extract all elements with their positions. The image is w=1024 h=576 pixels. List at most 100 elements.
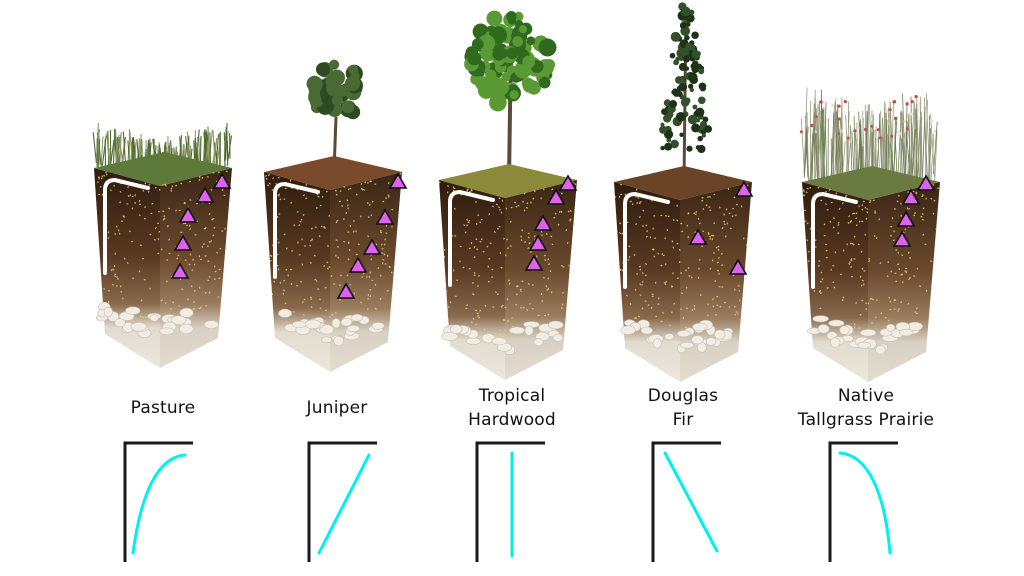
soil-particle [544, 259, 547, 262]
soil-particle [284, 302, 287, 305]
soil-particle [861, 220, 864, 223]
soil-particle [709, 209, 712, 212]
soil-particle [379, 297, 382, 300]
soil-particle [99, 185, 102, 188]
foliage [697, 144, 706, 154]
soil-particle [893, 230, 895, 233]
soil-particle [647, 304, 650, 306]
soil-particle [652, 248, 655, 251]
soil-block-douglas-fir [612, 2, 754, 382]
soil-particle [890, 234, 892, 237]
foliage [521, 77, 534, 90]
soil-particle [193, 263, 196, 266]
soil-particle [921, 194, 924, 196]
soil-particle [474, 201, 477, 203]
soil-particle [861, 267, 864, 270]
soil-particle [301, 263, 304, 266]
soil-particle [110, 269, 113, 272]
soil-particle [114, 252, 117, 255]
soil-particle [338, 284, 342, 287]
soil-particle [487, 280, 490, 283]
soil-particle [497, 228, 499, 230]
soil-particle [468, 268, 471, 270]
soil-particle [559, 210, 561, 213]
soil-particle [349, 187, 352, 190]
foliage [704, 125, 712, 133]
soil-particle [370, 258, 373, 261]
soil-particle [297, 241, 299, 244]
soil-particle [521, 229, 524, 232]
soil-particle [819, 307, 822, 310]
soil-particle [908, 278, 910, 281]
soil-particle [204, 255, 207, 257]
soil-particle [893, 207, 897, 210]
rock [114, 318, 126, 328]
rock [350, 314, 364, 322]
soil-particle [348, 241, 350, 244]
soil-particle [685, 286, 688, 289]
soil-particle [198, 178, 201, 182]
soil-particle [190, 285, 193, 288]
soil-particle [505, 334, 508, 337]
soil-particle [728, 306, 731, 308]
soil-particle [276, 215, 279, 219]
soil-particle [707, 303, 709, 306]
soil-top-surface [264, 156, 402, 190]
soil-particle [198, 307, 201, 310]
soil-particle [309, 296, 312, 299]
soil-particle [463, 224, 466, 227]
soil-particle [860, 284, 863, 287]
soil-particle [309, 261, 312, 264]
soil-particle [870, 297, 873, 300]
soil-particle [639, 283, 642, 286]
soil-particle [662, 254, 665, 257]
soil-particle [921, 218, 924, 221]
soil-particle [504, 306, 507, 309]
soil-particle [166, 225, 169, 227]
soil-particle [317, 288, 320, 290]
sample-marker-icon [546, 188, 566, 205]
soil-particle [346, 274, 349, 277]
sample-marker-icon [173, 234, 193, 251]
grass-blade [820, 94, 826, 183]
soil-particle [452, 186, 455, 189]
soil-particle [642, 209, 645, 212]
soil-particle [282, 292, 285, 295]
soil-particle [381, 247, 384, 250]
soil-particle [724, 235, 727, 238]
soil-particle [339, 190, 342, 193]
soil-particle [208, 240, 211, 244]
soil-particle [367, 235, 370, 238]
soil-particle [134, 194, 137, 197]
soil-particle [660, 320, 663, 323]
soil-particle [202, 243, 205, 246]
soil-particle [687, 236, 690, 239]
soil-particle [506, 238, 509, 241]
foliage [538, 38, 557, 57]
soil-particle [309, 239, 313, 242]
foliage [688, 83, 694, 89]
soil-particle [309, 244, 312, 247]
soil-particle [682, 316, 685, 319]
soil-particle [866, 207, 869, 210]
soil-particle [188, 263, 191, 266]
foliage [518, 25, 528, 34]
label-pasture: Pasture [63, 396, 263, 420]
soil-particle [210, 189, 213, 191]
soil-particle [737, 285, 740, 287]
soil-particle [305, 197, 308, 200]
soil-particle [496, 293, 499, 296]
soil-particle [900, 214, 902, 217]
soil-particle [914, 311, 917, 313]
foliage [699, 120, 708, 128]
soil-particle [543, 188, 545, 191]
soil-particle [131, 207, 134, 210]
soil-particle [672, 272, 674, 275]
soil-particle [360, 187, 363, 190]
soil-particle [300, 218, 303, 221]
soil-particle [129, 194, 132, 197]
soil-particle [449, 301, 452, 304]
soil-particle [861, 279, 865, 282]
soil-particle [118, 232, 121, 235]
soil-particle [154, 226, 157, 230]
